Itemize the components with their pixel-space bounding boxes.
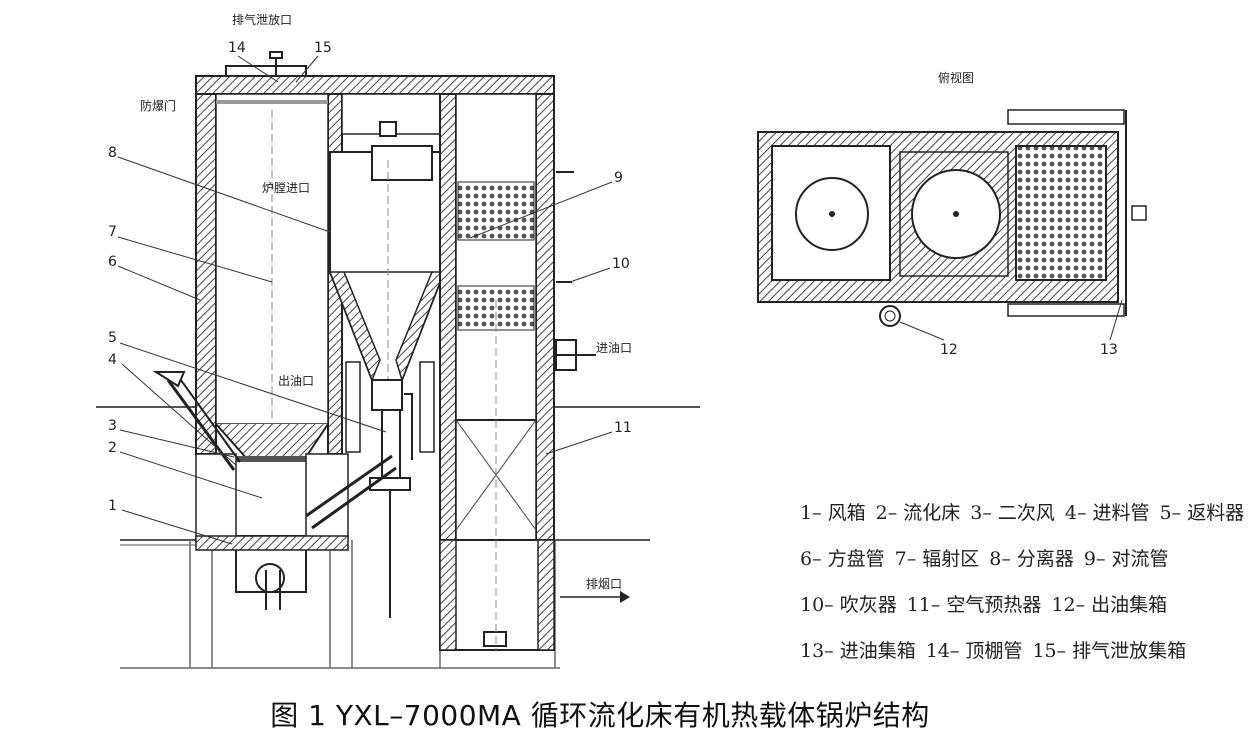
cyclone-separator: [305, 93, 447, 618]
part-number-14: 14: [228, 40, 246, 56]
legend-item: 2– 流化床: [875, 502, 961, 524]
leader-lines: [117, 55, 613, 545]
legend-item: 15– 排气泄放集箱: [1032, 640, 1187, 662]
legend-item: 7– 辐射区: [894, 548, 980, 570]
ground-lines: [96, 406, 700, 546]
label-top-view: 俯视图: [938, 70, 974, 85]
label-furnace-oil-in: 炉膛进口: [262, 181, 310, 195]
part-number-13: 13: [1100, 342, 1118, 358]
part-number-10: 10: [612, 256, 630, 272]
legend-row: 1– 风箱 2– 流化床 3– 二次风 4– 进料管 5– 返料器: [800, 490, 1244, 536]
label-smoke-out: 排烟口: [586, 577, 622, 591]
part-number-7: 7: [108, 224, 117, 240]
legend-row: 6– 方盘管 7– 辐射区 8– 分离器 9– 对流管: [800, 536, 1190, 582]
part-number-1: 1: [108, 498, 117, 514]
part-number-12: 12: [940, 342, 958, 358]
legend-item: 12– 出油集箱: [1051, 594, 1168, 616]
part-number-11: 11: [614, 420, 632, 436]
convection-shaft: [439, 93, 596, 651]
roof: [195, 51, 555, 95]
part-number-8: 8: [108, 145, 117, 161]
part-number-2: 2: [108, 440, 117, 456]
label-oil-out-right: 进油口: [596, 341, 632, 355]
legend-item: 4– 进料管: [1064, 502, 1150, 524]
furnace-shaft: [195, 93, 349, 610]
legend-item: 1– 风箱: [800, 502, 866, 524]
part-number-4: 4: [108, 352, 117, 368]
legend-row: 13– 进油集箱 14– 顶棚管 15– 排气泄放集箱: [800, 628, 1190, 674]
legend-item: 9– 对流管: [1083, 548, 1169, 570]
legend-item: 8– 分离器: [989, 548, 1074, 570]
annotations: 排气泄放口 防爆门 炉膛进口 出油口 进油口 排烟口 俯视图: [140, 12, 974, 591]
legend-item: 11– 空气预热器: [906, 594, 1042, 616]
boiler-structure-diagram: 1 2 3 4 5 6 7 8 9 10 11 14 15 排气泄放口 防爆门 …: [96, 12, 1147, 669]
feed-pipe: [152, 371, 241, 471]
part-number-9: 9: [614, 170, 623, 186]
legend-item: 5– 返料器: [1159, 502, 1245, 524]
part-number-5: 5: [108, 330, 117, 346]
legend-item: 13– 进油集箱: [800, 640, 916, 662]
smoke-outlet-arrow: [560, 591, 630, 603]
legend-item: 6– 方盘管: [800, 548, 885, 570]
legend-item: 3– 二次风: [970, 502, 1055, 524]
legend-row: 10– 吹灰器 11– 空气预热器 12– 出油集箱: [800, 582, 1190, 628]
part-number-15: 15: [314, 40, 332, 56]
parts-legend: 1– 风箱 2– 流化床 3– 二次风 4– 进料管 5– 返料器 6– 方盘管 7– 辐射…: [800, 490, 1244, 674]
label-explosion-door: 防爆门: [140, 98, 176, 113]
label-top-port: 排气泄放口: [232, 12, 292, 27]
legend-item: 14– 顶棚管: [925, 640, 1023, 662]
legend-item: 10– 吹灰器: [800, 594, 897, 616]
part-number-3: 3: [108, 418, 117, 434]
part-number-labels: 1 2 3 4 5 6 7 8 9 10 11 14 15: [108, 40, 632, 514]
figure-caption: 图 1 YXL–7000MA 循环流化床有机热载体锅炉结构: [270, 699, 930, 732]
label-oil-out: 出油口: [278, 374, 314, 388]
top-view-plan: 12 13: [757, 109, 1147, 358]
part-number-6: 6: [108, 254, 117, 270]
